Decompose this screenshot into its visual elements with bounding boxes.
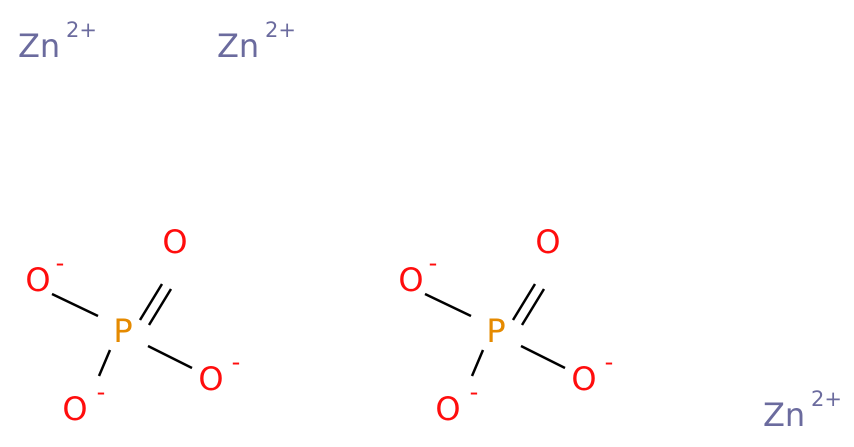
phosphorus-atom: P [486,312,505,350]
zinc-charge: 2+ [66,18,97,42]
double-bond-line [138,283,164,321]
single-bond [470,349,485,377]
oxygen-atom: O [198,360,223,398]
zinc-symbol: Zn [18,27,60,65]
oxygen-charge: - [429,249,438,277]
zinc-symbol: Zn [763,396,805,434]
oxygen-atom: O [435,390,460,428]
zinc-charge: 2+ [265,18,296,42]
oxygen-charge: - [470,378,479,406]
oxygen-atom: O [162,223,187,261]
phosphorus-atom: P [113,312,132,350]
single-bond [147,344,193,370]
single-bond [424,292,472,318]
double-bond-line [520,288,546,326]
zinc-ion: Zn 2+ [217,18,296,65]
oxygen-atom: O [571,360,596,398]
double-bond-line [147,288,173,326]
phosphate-group: P O O - O - O - [398,223,613,428]
phosphate-group: P O O - O - O - [25,223,240,428]
single-bond [520,344,566,370]
zinc-charge: 2+ [811,387,842,411]
oxygen-atom: O [25,261,50,299]
oxygen-charge: - [56,249,65,277]
oxygen-atom: O [398,261,423,299]
single-bond [97,349,112,377]
oxygen-atom: O [62,390,87,428]
zinc-symbol: Zn [217,27,259,65]
oxygen-charge: - [232,348,241,376]
zinc-ion: Zn 2+ [763,387,842,434]
oxygen-charge: - [97,378,106,406]
single-bond [51,292,99,318]
double-bond-line [511,283,537,321]
oxygen-atom: O [535,223,560,261]
zinc-ion: Zn 2+ [18,18,97,65]
oxygen-charge: - [605,348,614,376]
